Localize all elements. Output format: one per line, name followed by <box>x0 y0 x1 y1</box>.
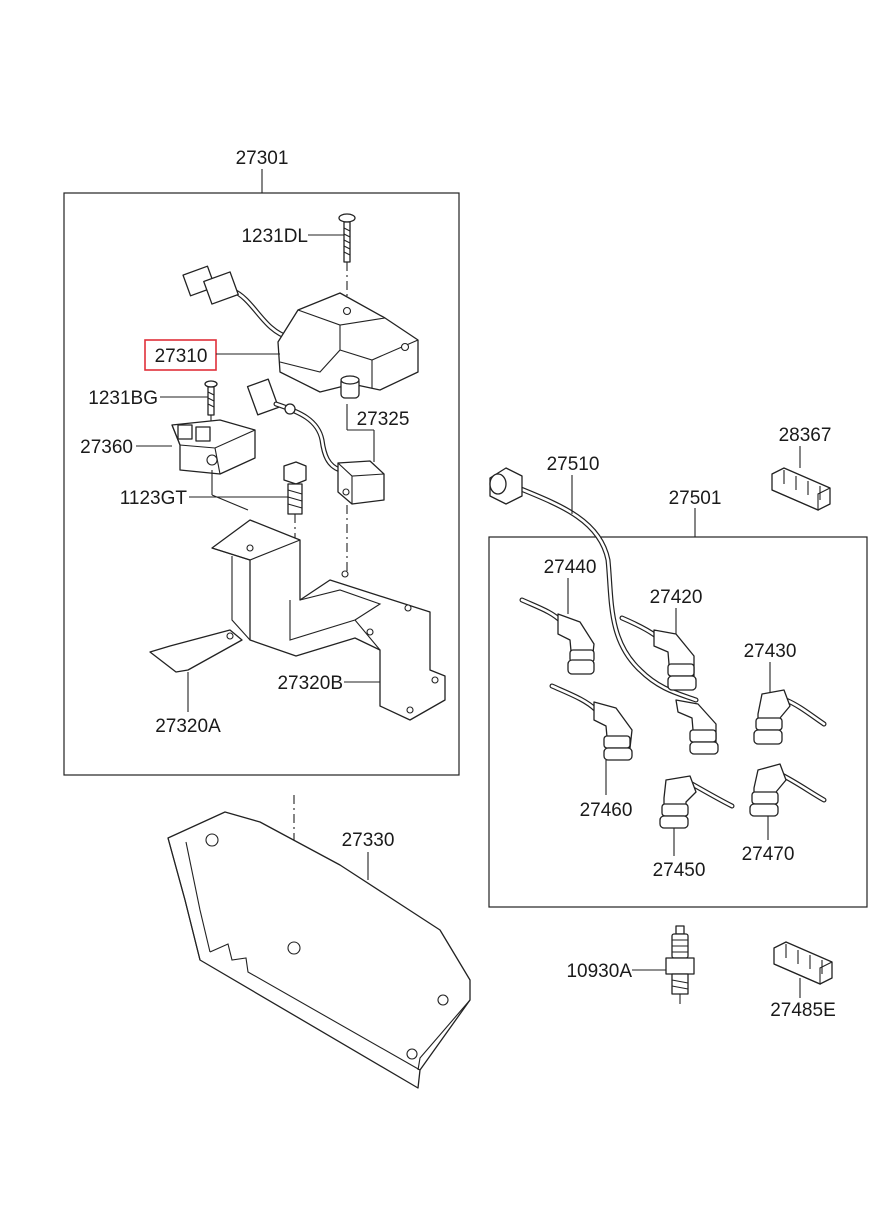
label-27470[interactable]: 27470 <box>742 844 795 865</box>
label-28367[interactable]: 28367 <box>779 425 832 446</box>
label-27310[interactable]: 27310 <box>155 346 208 367</box>
highlight-box-27310 <box>144 339 217 371</box>
label-27325[interactable]: 27325 <box>357 409 410 430</box>
label-27510[interactable]: 27510 <box>547 454 600 475</box>
label-27440[interactable]: 27440 <box>544 557 597 578</box>
plug-wire-27430[interactable] <box>753 689 827 745</box>
plate-27320a[interactable] <box>149 629 243 673</box>
label-1231dl[interactable]: 1231DL <box>241 226 308 247</box>
label-1123gt[interactable]: 1123GT <box>120 488 188 509</box>
label-27450[interactable]: 27450 <box>653 860 706 881</box>
label-27460[interactable]: 27460 <box>580 800 633 821</box>
screw-1231bg[interactable] <box>204 380 218 416</box>
cable-27510[interactable] <box>489 467 699 703</box>
label-27420[interactable]: 27420 <box>650 587 703 608</box>
plug-wire-27470[interactable] <box>749 763 827 817</box>
clip-28367[interactable] <box>771 467 831 511</box>
plug-wire-27450[interactable] <box>659 775 735 829</box>
label-27320a[interactable]: 27320A <box>155 716 221 737</box>
clip-27485e[interactable] <box>773 941 833 985</box>
plug-wire-27460[interactable] <box>549 683 633 761</box>
bolt-1123gt[interactable] <box>283 461 307 515</box>
label-10930a[interactable]: 10930A <box>566 961 632 982</box>
label-27485e[interactable]: 27485E <box>770 1000 836 1021</box>
label-27360[interactable]: 27360 <box>80 437 133 458</box>
label-27320b[interactable]: 27320B <box>277 673 343 694</box>
assembly-box-27501 <box>488 536 868 908</box>
label-27301[interactable]: 27301 <box>236 148 289 169</box>
spark-plug-10930a[interactable] <box>665 925 695 1004</box>
label-27330[interactable]: 27330 <box>342 830 395 851</box>
condenser-27325[interactable] <box>246 378 385 505</box>
screw-1231dl[interactable] <box>338 213 356 263</box>
label-27430[interactable]: 27430 <box>744 641 797 662</box>
plug-wire-27510-boot[interactable] <box>675 699 719 755</box>
ignition-coil-27310[interactable] <box>182 265 419 399</box>
cover-27330[interactable] <box>167 811 471 1089</box>
plug-wire-27440[interactable] <box>519 597 595 675</box>
plug-wire-27420[interactable] <box>619 615 697 691</box>
bracket-27320b[interactable] <box>211 519 446 721</box>
ignitor-module-27360[interactable] <box>171 419 256 475</box>
label-27501[interactable]: 27501 <box>669 488 722 509</box>
label-1231bg[interactable]: 1231BG <box>88 388 158 409</box>
